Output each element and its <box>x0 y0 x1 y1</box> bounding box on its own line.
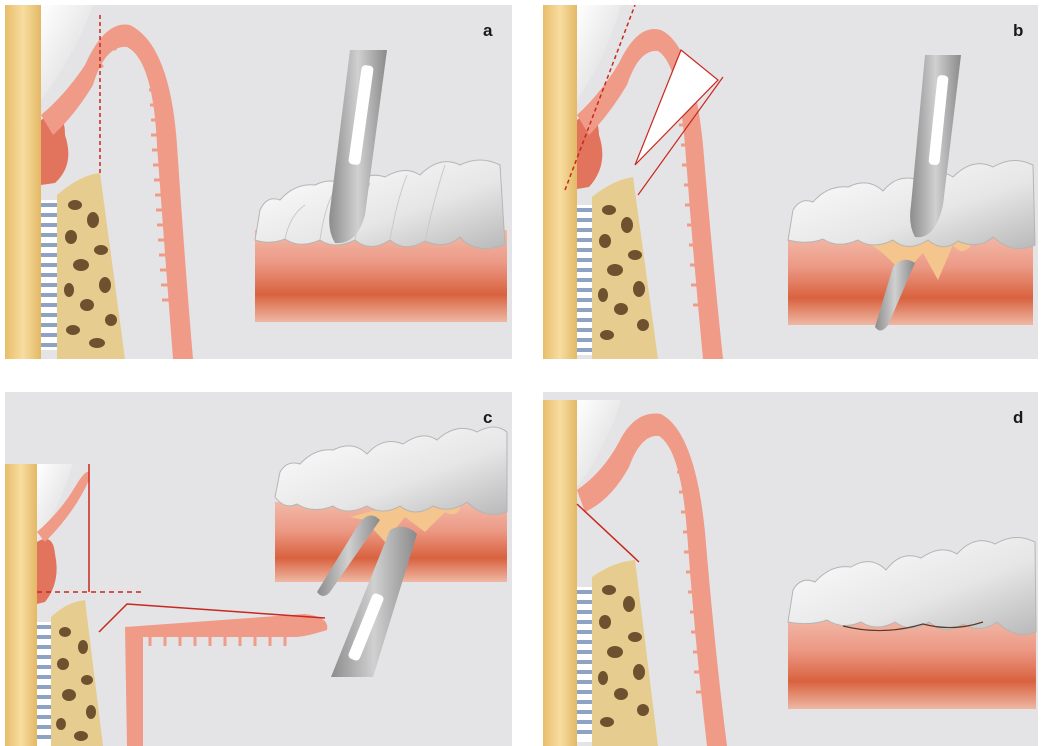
panel-b-illustration <box>543 5 1038 359</box>
periodontal-ligament <box>577 587 592 742</box>
suture-line <box>577 504 639 562</box>
panel-label-d: d <box>1013 408 1023 428</box>
panel-c-illustration <box>5 392 512 746</box>
jaw-model <box>788 160 1035 325</box>
panel-label-a: a <box>483 21 492 41</box>
panel-a: a <box>5 5 512 359</box>
panel-a-illustration <box>5 5 512 359</box>
tooth-root <box>5 464 37 746</box>
tooth-root <box>543 400 577 746</box>
panel-d-illustration <box>543 392 1038 746</box>
incision-wedge <box>635 50 718 165</box>
tooth-root <box>543 5 577 359</box>
jaw-model <box>788 537 1036 709</box>
panel-b: b <box>543 5 1038 359</box>
panel-d: d <box>543 392 1038 746</box>
panel-label-b: b <box>1013 21 1023 41</box>
tooth-root <box>5 5 41 359</box>
gingiva-papillae <box>133 637 285 732</box>
panel-label-c: c <box>483 408 492 428</box>
periodontal-ligament <box>577 205 592 355</box>
connective-tissue <box>37 539 57 604</box>
periodontal-ligament <box>37 622 51 746</box>
panel-c: c <box>5 392 512 746</box>
jaw-model <box>255 160 507 322</box>
alveolar-bone <box>592 560 658 746</box>
periodontal-ligament <box>41 200 57 350</box>
gingiva-flap-reflected <box>125 614 327 746</box>
